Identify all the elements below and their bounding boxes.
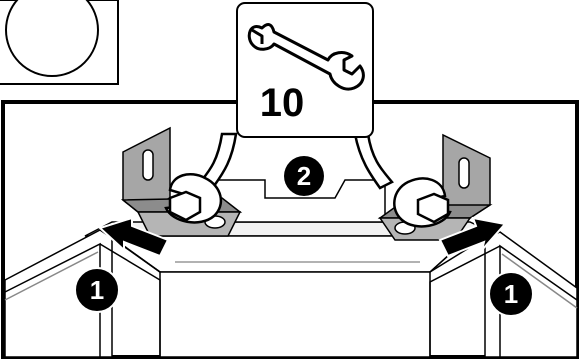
detail-inset xyxy=(0,0,118,84)
step-1-number-left: 1 xyxy=(90,275,104,305)
step-2-callout: 2 xyxy=(284,156,324,196)
step-2-number: 2 xyxy=(297,161,311,191)
step-1-callout-right: 1 xyxy=(489,272,533,316)
step-1-number-right: 1 xyxy=(504,279,518,309)
step-1-callout-left: 1 xyxy=(75,268,119,312)
tool-panel: 10 xyxy=(237,3,373,137)
tool-size-label: 10 xyxy=(260,81,305,125)
